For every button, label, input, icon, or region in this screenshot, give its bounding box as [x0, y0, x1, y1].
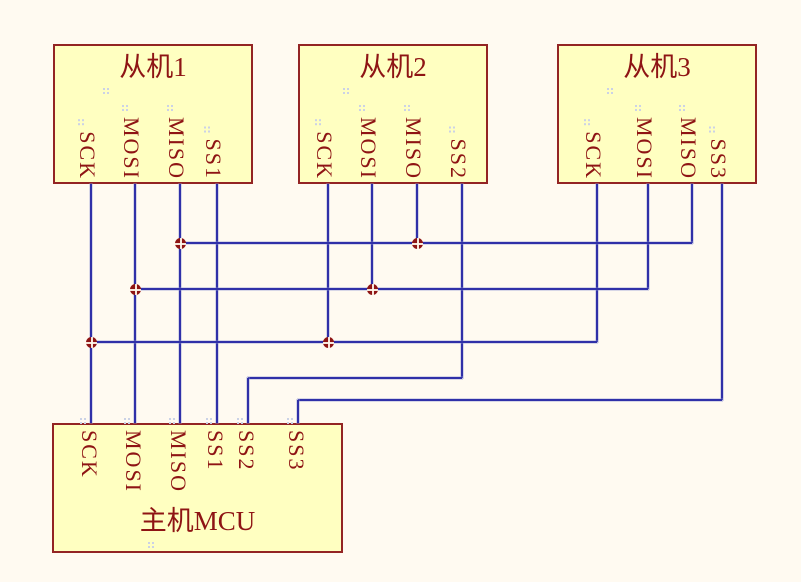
wire-segment — [416, 184, 418, 243]
wire-segment — [216, 184, 218, 423]
junction-dot — [412, 238, 423, 249]
block-title-master-mcu: 主机MCU — [54, 507, 341, 544]
wire-segment — [247, 378, 249, 423]
pin-label-slave3-miso: MISO — [676, 116, 701, 180]
wire-segment — [596, 184, 598, 342]
wire-segment — [691, 184, 693, 243]
wire-segment — [91, 341, 597, 343]
block-title-slave1: 从机1 — [55, 53, 251, 90]
pin-label-slave2-miso: MISO — [401, 116, 426, 180]
pin-label-slave1-mosi: MOSI — [119, 116, 144, 180]
junction-dot — [130, 284, 141, 295]
pin-label-master-mosi: MOSI — [121, 430, 146, 494]
junction-dot — [367, 284, 378, 295]
pin-label-slave2-ss2: SS2 — [446, 138, 471, 180]
wire-segment — [180, 242, 692, 244]
wire-segment — [461, 184, 463, 378]
wire-segment — [371, 184, 373, 289]
junction-dot — [323, 337, 334, 348]
junction-dot — [175, 238, 186, 249]
wire-segment — [90, 184, 92, 423]
pin-label-slave1-ss1: SS1 — [201, 138, 226, 180]
wire-segment — [297, 400, 299, 423]
wire-segment — [721, 184, 723, 400]
wire-segment — [647, 184, 649, 289]
pin-label-slave2-mosi: MOSI — [356, 116, 381, 180]
pin-label-slave3-mosi: MOSI — [632, 116, 657, 180]
pin-label-slave1-miso: MISO — [164, 116, 189, 180]
wire-segment — [134, 184, 136, 423]
pin-label-master-ss3: SS3 — [284, 430, 309, 472]
block-title-slave2: 从机2 — [300, 53, 486, 90]
pin-label-slave1-sck: SCK — [75, 131, 100, 180]
block-title-slave3: 从机3 — [559, 53, 755, 90]
wire-segment — [298, 399, 722, 401]
pin-label-master-miso: MISO — [166, 430, 191, 494]
pin-label-slave2-sck: SCK — [312, 131, 337, 180]
wire-segment — [248, 377, 462, 379]
pin-label-master-ss1: SS1 — [203, 430, 228, 472]
wire-segment — [179, 184, 181, 423]
wire-segment — [327, 184, 329, 342]
junction-dot — [86, 337, 97, 348]
pin-label-slave3-sck: SCK — [581, 131, 606, 180]
pin-label-master-ss2: SS2 — [234, 430, 259, 472]
wire-segment — [135, 288, 648, 290]
pin-label-slave3-ss3: SS3 — [706, 138, 731, 180]
pin-label-master-sck: SCK — [77, 430, 102, 479]
